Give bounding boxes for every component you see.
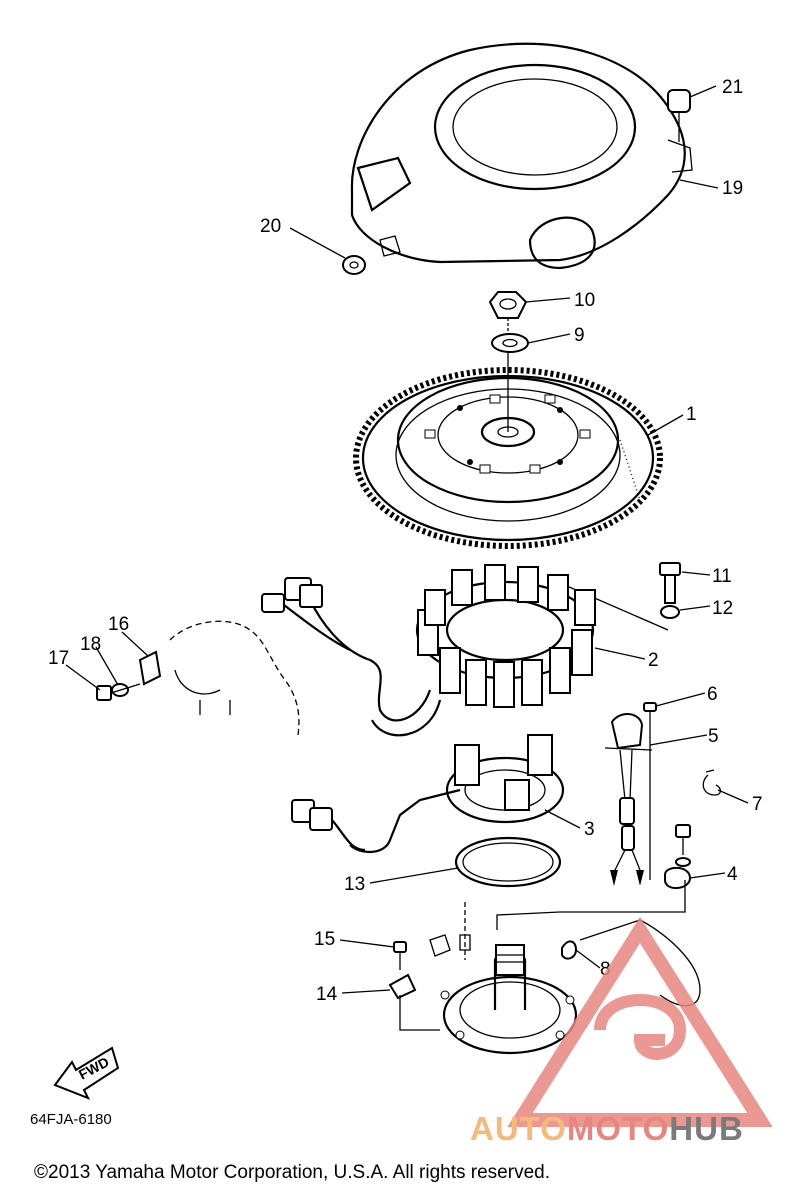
nut-10 <box>488 291 528 319</box>
diagram-code: 64FJA-6180 <box>30 1111 112 1128</box>
callout-4: 4 <box>727 864 738 885</box>
callout-8: 8 <box>600 959 611 980</box>
bracket-14 <box>388 973 417 1000</box>
callout-3: 3 <box>584 819 595 840</box>
callout-10: 10 <box>574 290 595 311</box>
grommet-20 <box>342 255 366 275</box>
fwd-arrow-icon: FWD <box>53 1046 120 1100</box>
callout-18: 18 <box>80 634 101 655</box>
bracket-16 <box>138 650 162 686</box>
stator-wiring <box>261 577 442 737</box>
callout-labels: 21 19 20 10 9 1 11 12 2 6 5 7 3 4 13 8 1… <box>48 77 763 1005</box>
callout-15: 15 <box>314 929 335 950</box>
callout-21: 21 <box>722 77 743 98</box>
callout-6: 6 <box>707 684 718 705</box>
bolt-17 <box>96 683 141 701</box>
callout-20: 20 <box>260 216 281 237</box>
grommet-21 <box>667 89 691 142</box>
callout-2: 2 <box>648 650 659 671</box>
callout-19: 19 <box>722 178 743 199</box>
flywheel <box>353 367 663 549</box>
callout-5: 5 <box>708 726 719 747</box>
clip-7 <box>702 769 722 796</box>
watermark-logo <box>507 916 773 1127</box>
callout-7: 7 <box>752 794 763 815</box>
copyright-notice: ©2013 Yamaha Motor Corporation, U.S.A. A… <box>34 1162 550 1183</box>
watermark-part-hub: HUB <box>669 1110 744 1147</box>
pulser-coil <box>291 734 565 853</box>
watermark-text: AUTOMOTOHUB <box>470 1110 744 1147</box>
leader-lines <box>65 85 749 994</box>
screw-6 <box>643 702 657 725</box>
callout-1: 1 <box>686 404 697 425</box>
screw-15 <box>393 941 407 970</box>
callout-17: 17 <box>48 648 69 669</box>
watermark-part-moto: MOTO <box>567 1110 669 1147</box>
callout-12: 12 <box>712 598 733 619</box>
callout-14: 14 <box>316 984 338 1005</box>
callout-11: 11 <box>712 566 732 587</box>
engine-bracket-outline <box>169 620 300 736</box>
watermark-part-auto: AUTO <box>470 1110 567 1147</box>
callout-13: 13 <box>344 874 365 895</box>
washer-9 <box>491 333 529 353</box>
flywheel-cover <box>350 42 693 270</box>
key-8 <box>561 940 578 960</box>
callout-16: 16 <box>108 614 129 635</box>
bolt-11 <box>659 562 681 604</box>
crankcase-base <box>429 934 578 1055</box>
stator <box>415 564 596 708</box>
clamp-4 <box>664 824 692 889</box>
ring-13 <box>454 836 562 888</box>
coil-5 <box>604 713 653 886</box>
washer-12 <box>660 605 680 619</box>
callout-9: 9 <box>574 325 585 346</box>
